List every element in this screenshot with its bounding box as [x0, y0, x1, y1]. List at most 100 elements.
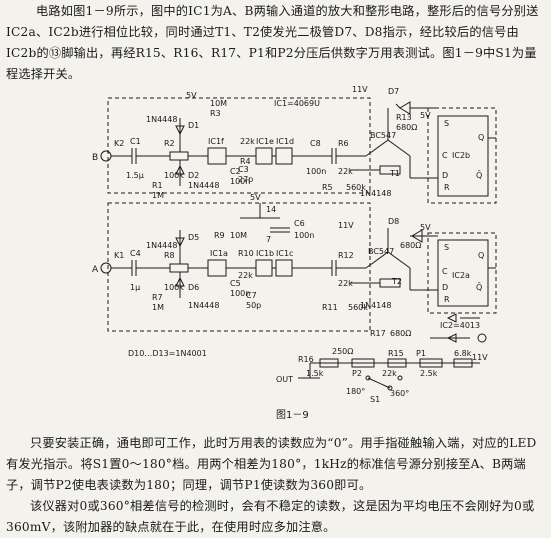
output-divider: [298, 333, 487, 391]
r12-label: R12: [338, 251, 354, 260]
s1-label: S1: [370, 395, 380, 404]
ic1-label: IC1=4069U: [274, 99, 320, 108]
r16-label: R16: [298, 355, 314, 364]
ic1c-label: IC1c: [276, 249, 293, 258]
p1-value: 2.5k: [420, 369, 438, 378]
ic2b-label: IC2b: [452, 151, 470, 160]
pin14-label: 14: [266, 205, 276, 214]
r11-label: R11: [322, 303, 338, 312]
r1-label: R1: [152, 181, 163, 190]
d5-part: 1N4448: [146, 241, 177, 250]
r10-label: R10: [238, 249, 254, 258]
ic1f-label: IC1f: [208, 137, 224, 146]
ic2b-r-pin: R: [444, 183, 450, 192]
d5-label: D5: [188, 233, 199, 242]
v11a-label: 11V: [352, 85, 368, 94]
v11c-label: 11V: [472, 353, 488, 362]
circuit-diagram: B A K2 K1 C1 C4 1.5μ 1μ R2 R8 100k 100k …: [92, 85, 497, 421]
figure-caption: 图1－9: [276, 409, 309, 421]
c6-label: C6: [294, 219, 305, 228]
r11-value: 560k: [348, 303, 368, 312]
c5-label: C5: [230, 279, 241, 288]
ic1d-label: IC1d: [276, 137, 294, 146]
d6-label: D6: [188, 283, 199, 292]
r8-value: 100k: [164, 283, 184, 292]
r2-value: 100k: [164, 171, 184, 180]
c4-value: 1μ: [130, 283, 140, 292]
channel-b: [100, 108, 411, 186]
p2-value: 250Ω: [332, 347, 353, 356]
v11b-label: 11V: [338, 221, 354, 230]
r5-label: R5: [322, 183, 333, 192]
ic2b-d-pin: D: [442, 171, 448, 180]
ic2b-s-pin: S: [444, 119, 449, 128]
ic1a-label: IC1a: [210, 249, 228, 258]
c8-label: C8: [310, 139, 321, 148]
c2-label: C2: [230, 167, 241, 176]
intro-paragraph: 电路如图1－9所示，图中的IC1为A、B两输入通道的放大和整形电路，整形后的信号…: [6, 4, 539, 81]
channel-a: [100, 203, 411, 298]
d10-d13-label: D10…D13=1N4001: [128, 349, 207, 358]
input-b-label: B: [92, 153, 98, 163]
ic2-flipflops: [395, 101, 496, 323]
r7-label: R7: [152, 293, 163, 302]
ic2a-label: IC2a: [452, 271, 470, 280]
k1-label: K1: [114, 251, 124, 260]
r13-value: 680Ω: [396, 123, 417, 132]
c3-label: C3: [238, 165, 249, 174]
v5c-label: 5V: [420, 111, 431, 120]
r17-label: R17: [370, 329, 386, 338]
d1-label: D1: [188, 121, 199, 130]
c8-value: 100n: [306, 167, 326, 176]
ic2a-d-pin: D: [442, 283, 448, 292]
diagram-labels: B A K2 K1 C1 C4 1.5μ 1μ R2 R8 100k 100k …: [92, 85, 488, 421]
ic1b-label: IC1b: [256, 249, 274, 258]
r5-value: 560k: [346, 183, 366, 192]
pin7-label: 7: [266, 235, 271, 244]
c1-label: C1: [130, 137, 141, 146]
c2-value: 100n: [230, 177, 250, 186]
v5a-label: 5V: [186, 91, 197, 100]
ic2a-c-pin: C: [442, 267, 448, 276]
d1-part: 1N4448: [146, 115, 177, 124]
r13-label: R13: [396, 113, 412, 122]
d6-part: 1N4448: [188, 301, 219, 310]
r7-value: 1M: [152, 303, 164, 312]
p1-label: P1: [416, 349, 426, 358]
r15-label: R15: [388, 349, 404, 358]
c7-label: C7: [246, 291, 257, 300]
r6-label: R6: [338, 139, 349, 148]
t2-part: BC547: [368, 247, 394, 256]
r14-value: 680Ω: [400, 241, 421, 250]
c6-value: 100n: [294, 231, 314, 240]
k2-label: K2: [114, 139, 124, 148]
c7-value: 50p: [246, 301, 261, 310]
r10-value: 22k: [238, 271, 253, 280]
ic2a-s-pin: S: [444, 243, 449, 252]
p2-label: P2: [352, 369, 362, 378]
ic2b-q-pin: Q: [478, 133, 484, 142]
ic2-label: IC2=4013: [440, 321, 480, 330]
ic1e-label: IC1e: [256, 137, 274, 146]
v5b-label: 5V: [250, 193, 261, 202]
out-label: OUT: [276, 375, 293, 384]
r9-value: 10M: [230, 231, 247, 240]
r17-value: 680Ω: [390, 329, 411, 338]
s1-180-label: 180°: [346, 387, 365, 396]
d2-label: D2: [188, 171, 199, 180]
instructions-paragraph: 只要安装正确，通电即可工作，此时万用表的读数应为“0”。用手指碰触输入端，对应的…: [6, 436, 537, 492]
s1-360-label: 360°: [390, 389, 409, 398]
r3-label: R3: [210, 109, 221, 118]
r15-value: 22k: [382, 369, 397, 378]
ic1-dashed-boundary: [107, 97, 497, 332]
t1-part: BC547: [370, 131, 396, 140]
v5d-label: 5V: [420, 223, 431, 232]
r2-label: R2: [164, 139, 175, 148]
ic2a-qbar-pin: Q̄: [476, 282, 482, 292]
t1-label: T1: [389, 169, 400, 178]
c1-value: 1.5μ: [126, 171, 144, 180]
r4-value: 22k: [240, 137, 255, 146]
input-a-label: A: [92, 265, 99, 275]
r12-value: 22k: [338, 279, 353, 288]
ic2b-c-pin: C: [442, 151, 448, 160]
